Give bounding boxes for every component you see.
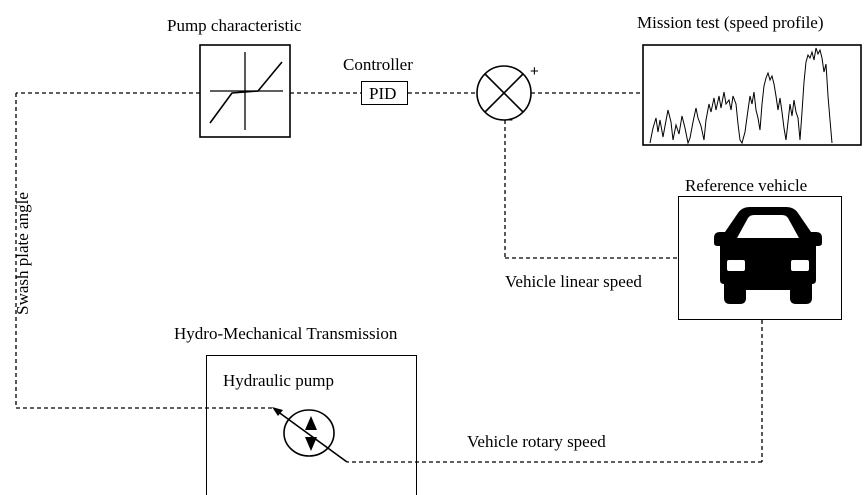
variable-pump-icon <box>272 407 348 463</box>
swash-plate-angle-label: Swash plate angle <box>12 192 32 315</box>
pump-characteristic-graph <box>199 44 291 138</box>
pid-label: PID <box>369 84 397 103</box>
car-icon <box>714 207 822 304</box>
reference-vehicle-label: Reference vehicle <box>685 176 808 195</box>
plus-sign: + <box>530 63 539 80</box>
hmt-box <box>206 355 417 495</box>
controller-label: Controller <box>343 55 413 74</box>
pid-controller-box <box>361 81 408 105</box>
reference-vehicle-box <box>678 196 842 320</box>
hydraulic-pump-label: Hydraulic pump <box>223 371 334 390</box>
vehicle-rotary-speed-label: Vehicle rotary speed <box>467 432 606 451</box>
hmt-label: Hydro-Mechanical Transmission <box>174 324 398 343</box>
vehicle-linear-speed-label: Vehicle linear speed <box>505 272 642 291</box>
pump-characteristic-label: Pump characteristic <box>167 16 302 35</box>
speed-profile-plot <box>642 44 862 146</box>
summing-junction-icon <box>476 65 532 121</box>
minus-sign: - <box>508 111 513 128</box>
mission-test-label: Mission test (speed profile) <box>637 13 824 32</box>
